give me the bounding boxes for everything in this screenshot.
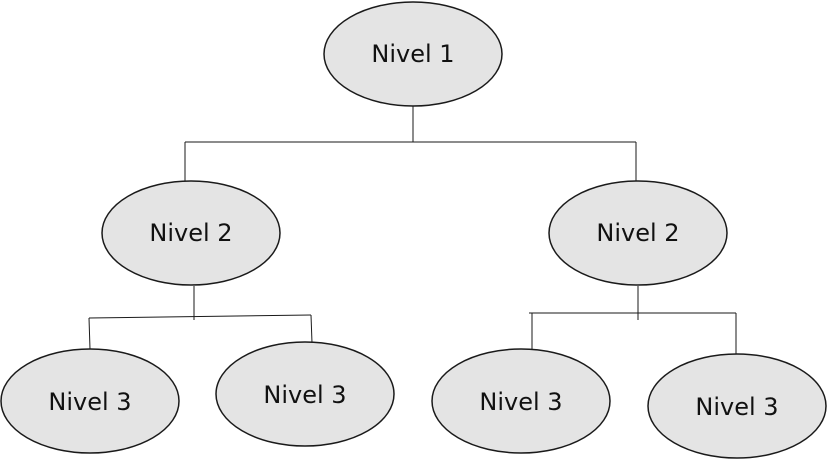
node-level-3-b-label: Nivel 3: [263, 381, 346, 409]
node-level-3-d-shape: [647, 353, 827, 459]
node-level-3-b: Nivel 3: [215, 341, 395, 447]
node-level-3-d: Nivel 3: [647, 353, 827, 459]
connectors-right-branch: [529, 286, 737, 355]
node-level-2-right-label: Nivel 2: [596, 219, 679, 247]
connector-left-bar: [88, 314, 312, 319]
node-level-1: Nivel 1: [323, 1, 503, 107]
node-level-2-right: Nivel 2: [548, 180, 728, 286]
node-level-3-c-label: Nivel 3: [479, 388, 562, 416]
node-level-3-a-label: Nivel 3: [48, 388, 131, 416]
node-level-2-left-label: Nivel 2: [149, 219, 232, 247]
node-level-3-a: Nivel 3: [0, 348, 180, 454]
node-level-3-c-shape: [431, 348, 611, 454]
node-level-2-left: Nivel 2: [101, 180, 281, 286]
node-level-2-left-shape: [101, 180, 281, 286]
node-level-3-c: Nivel 3: [431, 348, 611, 454]
node-level-1-shape: [323, 1, 503, 107]
node-level-1-label: Nivel 1: [371, 40, 454, 68]
node-level-3-d-label: Nivel 3: [695, 393, 778, 421]
connector-left-drop-2: [310, 314, 313, 344]
node-level-2-right-shape: [548, 180, 728, 286]
connectors-left-branch: [88, 286, 313, 350]
node-level-3-a-shape: [0, 348, 180, 454]
node-level-3-b-shape: [215, 341, 395, 447]
connector-left-drop-1: [88, 317, 91, 350]
connectors-root: [184, 106, 637, 182]
